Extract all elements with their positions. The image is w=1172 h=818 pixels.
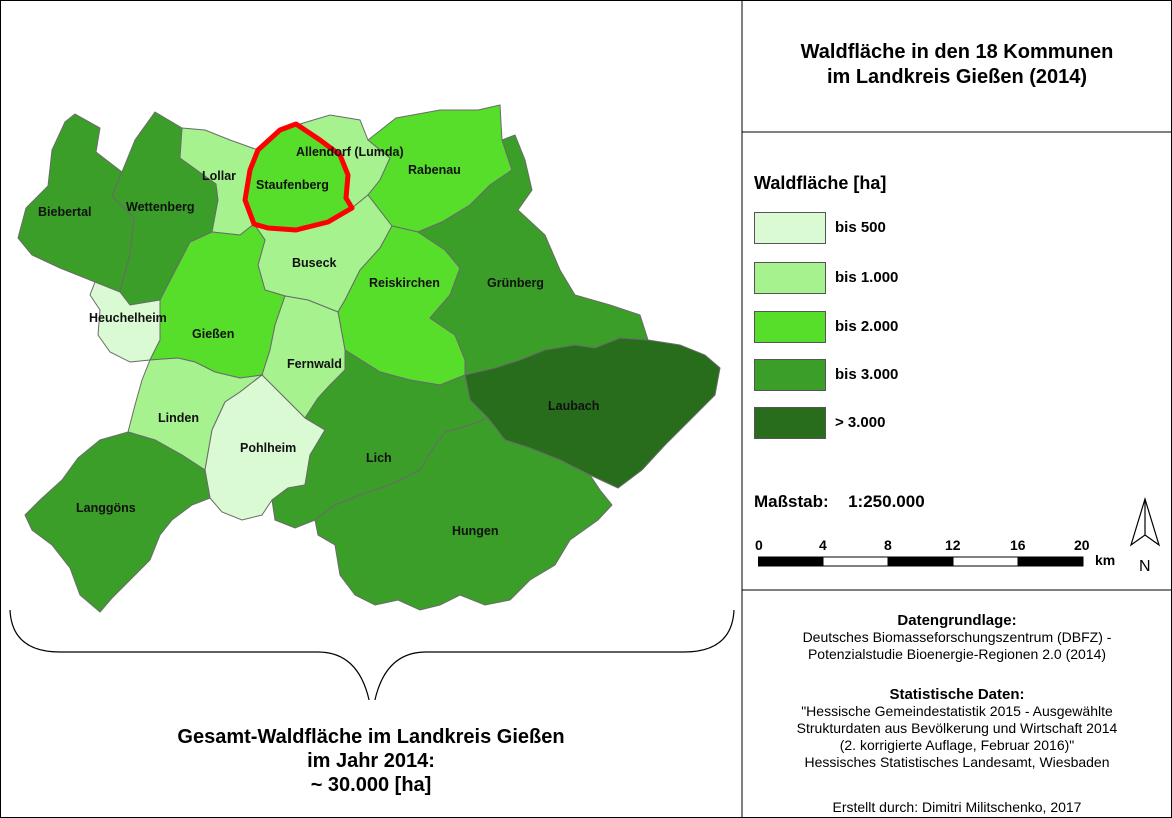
region-label: Buseck: [292, 256, 337, 270]
legend-swatch: [754, 359, 826, 391]
total-line: ~ 30.000 [ha]: [310, 774, 432, 796]
region-label: Grünberg: [487, 276, 544, 290]
legend-label: bis 1.000: [835, 269, 899, 286]
scale-tick: 8: [884, 537, 892, 553]
total-line: im Jahr 2014:: [307, 750, 435, 772]
region-label: Laubach: [548, 399, 599, 413]
scale-ratio: Maßstab: 1:250.000: [754, 492, 925, 512]
data-source-line: Deutsches Biomasseforschungszentrum (DBF…: [802, 629, 1112, 645]
highlight-outline-staufenberg: [242, 121, 355, 233]
region-langgoens[interactable]: [24, 431, 211, 613]
region-label: Biebertal: [38, 205, 92, 219]
legend-swatch: [754, 407, 826, 439]
region-label: Gießen: [192, 327, 234, 341]
title-line: im Landkreis Gießen (2014): [826, 66, 1088, 88]
data-source-line: Potenzialstudie Bioenergie-Regionen 2.0 …: [807, 646, 1107, 662]
north-arrow-icon: N: [1129, 496, 1161, 575]
statistics-line: Strukturdaten aus Bevölkerung und Wirtsc…: [796, 720, 1118, 736]
scale-value: 1:250.000: [848, 492, 925, 511]
region-label: Reiskirchen: [369, 276, 440, 290]
scale-label: Maßstab:: [754, 492, 829, 511]
scale-tick: 20: [1074, 537, 1090, 553]
north-label: N: [1139, 558, 1151, 575]
title-line: Waldfläche in den 18 Kommunen: [800, 41, 1114, 63]
legend-label: bis 500: [835, 219, 886, 236]
legend-heading: Waldfläche [ha]: [754, 173, 887, 193]
region-gruenberg[interactable]: [416, 134, 649, 376]
scale-bar: [758, 556, 1084, 567]
map-title: Waldfläche in den 18 Kommunen im Landkre…: [742, 40, 1172, 90]
region-label: Rabenau: [408, 163, 461, 177]
region-heuchelheim[interactable]: [89, 281, 161, 363]
region-label: Lich: [366, 451, 392, 465]
region-label: Hungen: [452, 524, 499, 538]
total-forest-area: Gesamt-Waldfläche im Landkreis Gießen im…: [0, 725, 742, 797]
region-hungen[interactable]: [314, 417, 613, 611]
legend-swatch: [754, 262, 826, 294]
scale-tick: 4: [819, 537, 827, 553]
summary-brace: [9, 609, 735, 700]
legend-label: > 3.000: [835, 414, 886, 431]
region-label: Fernwald: [287, 357, 342, 371]
author-credit: Erstellt durch: Dimitri Militschenko, 20…: [832, 799, 1082, 815]
statistics-line: Hessisches Statistisches Landesamt, Wies…: [804, 754, 1110, 770]
legend-swatch: [754, 311, 826, 343]
statistics-heading: Statistische Daten:: [889, 686, 1025, 703]
region-biebertal[interactable]: [17, 113, 135, 293]
data-source: Datengrundlage: Deutsches Biomasseforsch…: [742, 612, 1172, 663]
statistics-line: (2. korrigierte Auflage, Februar 2016)": [839, 737, 1075, 753]
region-label: Lollar: [202, 169, 236, 183]
legend-label: bis 3.000: [835, 366, 899, 383]
scale-tick: 0: [755, 537, 763, 553]
scale-unit: km: [1095, 552, 1116, 568]
total-line: Gesamt-Waldfläche im Landkreis Gießen: [177, 726, 565, 748]
region-label: Linden: [158, 411, 199, 425]
region-label: Staufenberg: [256, 178, 329, 192]
district-map: Allendorf (Lumda) Staufenberg Lollar Rab…: [9, 104, 735, 700]
legend-swatch: [754, 212, 826, 244]
region-label: Heuchelheim: [89, 311, 167, 325]
statistics-line: "Hessische Gemeindestatistik 2015 - Ausg…: [801, 703, 1113, 719]
scale-tick: 16: [1010, 537, 1026, 553]
legend-label: bis 2.000: [835, 318, 899, 335]
region-label: Pohlheim: [240, 441, 296, 455]
statistics-source: Statistische Daten: "Hessische Gemeindes…: [742, 686, 1172, 771]
region-label: Wettenberg: [126, 200, 195, 214]
data-source-heading: Datengrundlage:: [897, 612, 1017, 629]
scale-tick: 12: [945, 537, 961, 553]
region-label: Langgöns: [76, 501, 136, 515]
region-label: Allendorf (Lumda): [296, 145, 404, 159]
